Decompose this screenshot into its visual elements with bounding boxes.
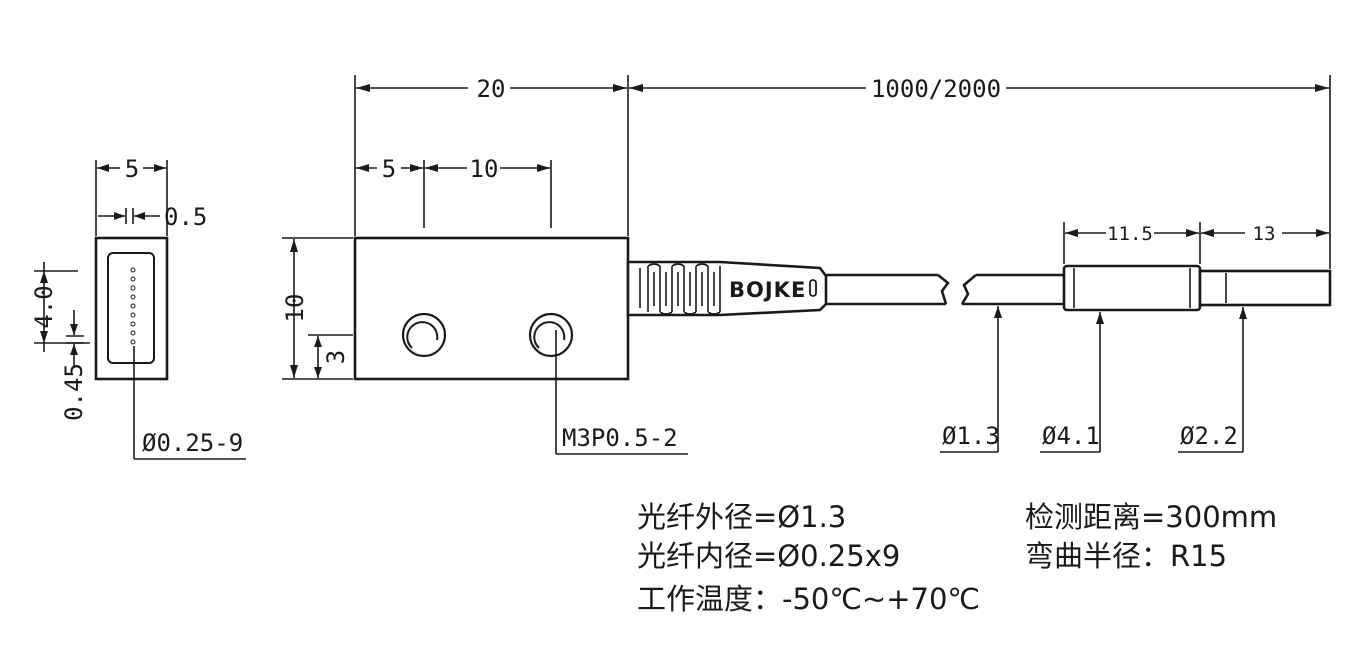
brand-label: BOJKE xyxy=(729,278,806,302)
spec-text: 光纤外径=Ø1.3 光纤内径=Ø0.25x9 工作温度：-50℃~+70℃ 检测… xyxy=(637,500,1277,616)
spec-outer-diameter: 光纤外径=Ø1.3 xyxy=(637,500,846,534)
strain-relief-boot: BOJKE xyxy=(626,260,828,317)
mount-hole-right xyxy=(528,312,574,358)
sleeve-dia-label: Ø4.1 xyxy=(1042,422,1100,450)
cable-length-label: 1000/2000 xyxy=(871,75,1001,103)
hole-height-label: 3 xyxy=(322,350,350,364)
end-pitch-label: 0.45 xyxy=(60,363,88,421)
spec-inner-diameter: 光纤内径=Ø0.25x9 xyxy=(637,539,900,573)
hole-pitch-label: 10 xyxy=(470,155,499,183)
fiber-cable xyxy=(826,264,1332,312)
end-width-label: 5 xyxy=(125,155,139,183)
sleeve xyxy=(1062,264,1202,312)
end-height-label: 4.0 xyxy=(30,285,58,328)
fiber-spec-label: Ø0.25-9 xyxy=(142,429,243,457)
spec-bend-radius: 弯曲半径：R15 xyxy=(1025,539,1227,573)
end-view-inner xyxy=(107,252,155,364)
end-view: 5 0.5 4.0 0.45 Ø0.25-9 xyxy=(30,155,246,460)
spec-detect-distance: 检测距离=300mm xyxy=(1025,500,1277,534)
body-length-label: 20 xyxy=(477,75,506,103)
body-height-label: 10 xyxy=(281,294,309,323)
tip-dia-label: Ø2.2 xyxy=(1180,422,1238,450)
sleeve-dimensions: 11.5 13 xyxy=(1063,222,1329,264)
probe-tip xyxy=(1198,269,1332,307)
hole-offset-label: 5 xyxy=(382,155,396,183)
mount-screw-label: M3P0.5-2 xyxy=(562,424,678,452)
spec-temperature: 工作温度：-50℃~+70℃ xyxy=(637,582,980,616)
cable-length-dimension: 1000/2000 xyxy=(629,75,1331,269)
tip-length-label: 13 xyxy=(1253,223,1276,245)
sleeve-length-label: 11.5 xyxy=(1107,223,1153,245)
diameter-leaders: Ø1.3 Ø4.1 Ø2.2 xyxy=(940,306,1247,453)
cable-dia-label: Ø1.3 xyxy=(942,422,1000,450)
mount-hole-left xyxy=(401,312,447,358)
end-view-outline xyxy=(94,236,169,381)
fiber-dots xyxy=(130,267,136,345)
body-outline xyxy=(353,236,630,381)
end-gap-label: 0.5 xyxy=(164,203,207,231)
sensor-body: 20 5 10 10 3 M3P0.5-2 xyxy=(281,75,688,455)
